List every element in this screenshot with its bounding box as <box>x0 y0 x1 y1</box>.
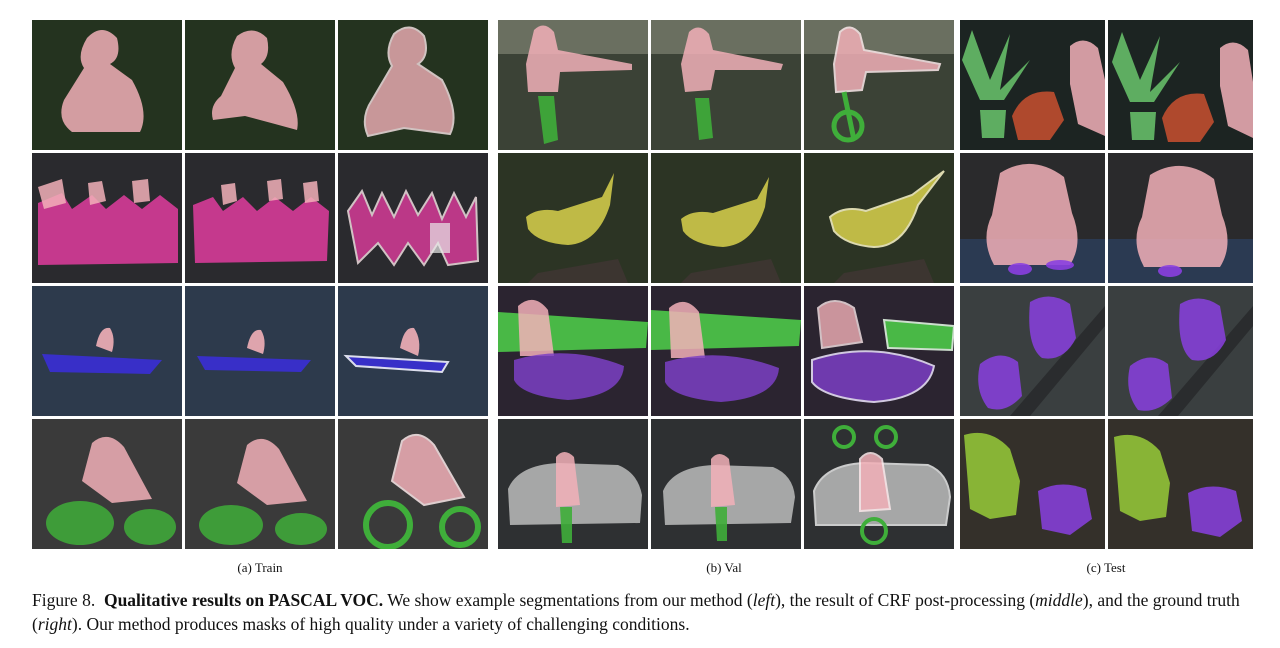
val-sofa-gt <box>804 286 954 416</box>
train-baby-gt <box>338 20 488 150</box>
train-cyclist-ours <box>32 419 182 549</box>
val-rider-ours <box>498 20 648 150</box>
val-car-ours <box>498 419 648 549</box>
test-plant-crf <box>1108 20 1253 150</box>
train-horses-gt <box>338 153 488 283</box>
train-cyclist-crf <box>185 419 335 549</box>
caption-middle: middle <box>1035 590 1083 610</box>
val-label: (b) Val <box>706 560 742 575</box>
caption-text-4: ). Our method produces masks of high qua… <box>71 614 690 634</box>
train-label: (a) Train <box>237 560 283 575</box>
test-toddler-ours <box>960 153 1105 283</box>
val-sofa-ours <box>498 286 648 416</box>
train-cyclist-gt <box>338 419 488 549</box>
val-car-gt <box>804 419 954 549</box>
val-car-crf <box>651 419 801 549</box>
val-bird-crf <box>651 153 801 283</box>
caption-text-3: ), and the ground truth ( <box>32 590 1240 634</box>
test-dogs-ours <box>960 286 1105 416</box>
val-bird-ours <box>498 153 648 283</box>
caption-title: Qualitative results on PASCAL VOC. <box>103 590 384 610</box>
train-horses-ours <box>32 153 182 283</box>
figure-caption: Figure 8. Qualitative results on PASCAL … <box>32 588 1262 636</box>
val-grid <box>498 20 954 549</box>
train-horses-crf <box>185 153 335 283</box>
train-boat-gt <box>338 286 488 416</box>
test-cow-crf <box>1108 419 1253 549</box>
train-baby-ours <box>32 20 182 150</box>
caption-prefix: Figure 8. <box>32 590 96 610</box>
val-sofa-crf <box>651 286 801 416</box>
test-cow-ours <box>960 419 1105 549</box>
val-bird-gt <box>804 153 954 283</box>
caption-left: left <box>752 590 776 610</box>
test-grid <box>960 20 1253 549</box>
train-grid <box>32 20 488 549</box>
val-rider-crf <box>651 20 801 150</box>
train-baby-crf <box>185 20 335 150</box>
caption-right: right <box>37 614 72 634</box>
test-plant-ours <box>960 20 1105 150</box>
caption-text-2: ), the result of CRF post-processing ( <box>775 590 1036 610</box>
train-boat-crf <box>185 286 335 416</box>
val-rider-gt <box>804 20 954 150</box>
train-boat-ours <box>32 286 182 416</box>
caption-text-1: We show example segmentations from our m… <box>387 590 753 610</box>
test-label: (c) Test <box>1086 560 1126 575</box>
test-toddler-crf <box>1108 153 1253 283</box>
test-dogs-crf <box>1108 286 1253 416</box>
